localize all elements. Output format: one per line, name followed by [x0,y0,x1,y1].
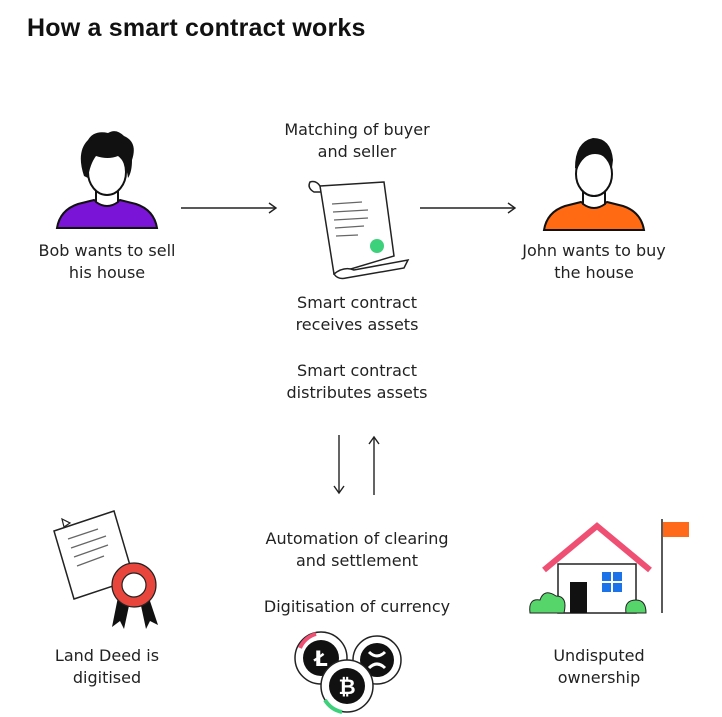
land-deed-icon [53,510,158,629]
john-hair [575,138,613,170]
window [602,572,622,592]
digitisation-label: Digitisation of currency [263,597,451,616]
svg-text:Ł: Ł [313,647,327,671]
arrow-right-icon [181,202,278,214]
bob-person-icon [55,131,159,229]
bitcoin-icon: ₿ [320,659,374,714]
flag-icon [663,522,689,537]
door [570,582,587,613]
seal-icon [370,239,384,253]
bob-hair [80,131,134,178]
arrow-up-icon [368,435,380,495]
bush-left [529,592,566,614]
john-person-icon [542,138,646,231]
svg-text:₿: ₿ [338,675,355,699]
house-icon [529,519,689,614]
page-title: How a smart contract works [27,14,366,42]
crypto-coins-icon: Ł ₿ [294,631,402,714]
bush-right [625,599,647,614]
contract-scroll-icon [308,180,410,280]
arrow-down-icon [333,435,345,495]
arrow-right-icon [420,202,517,214]
